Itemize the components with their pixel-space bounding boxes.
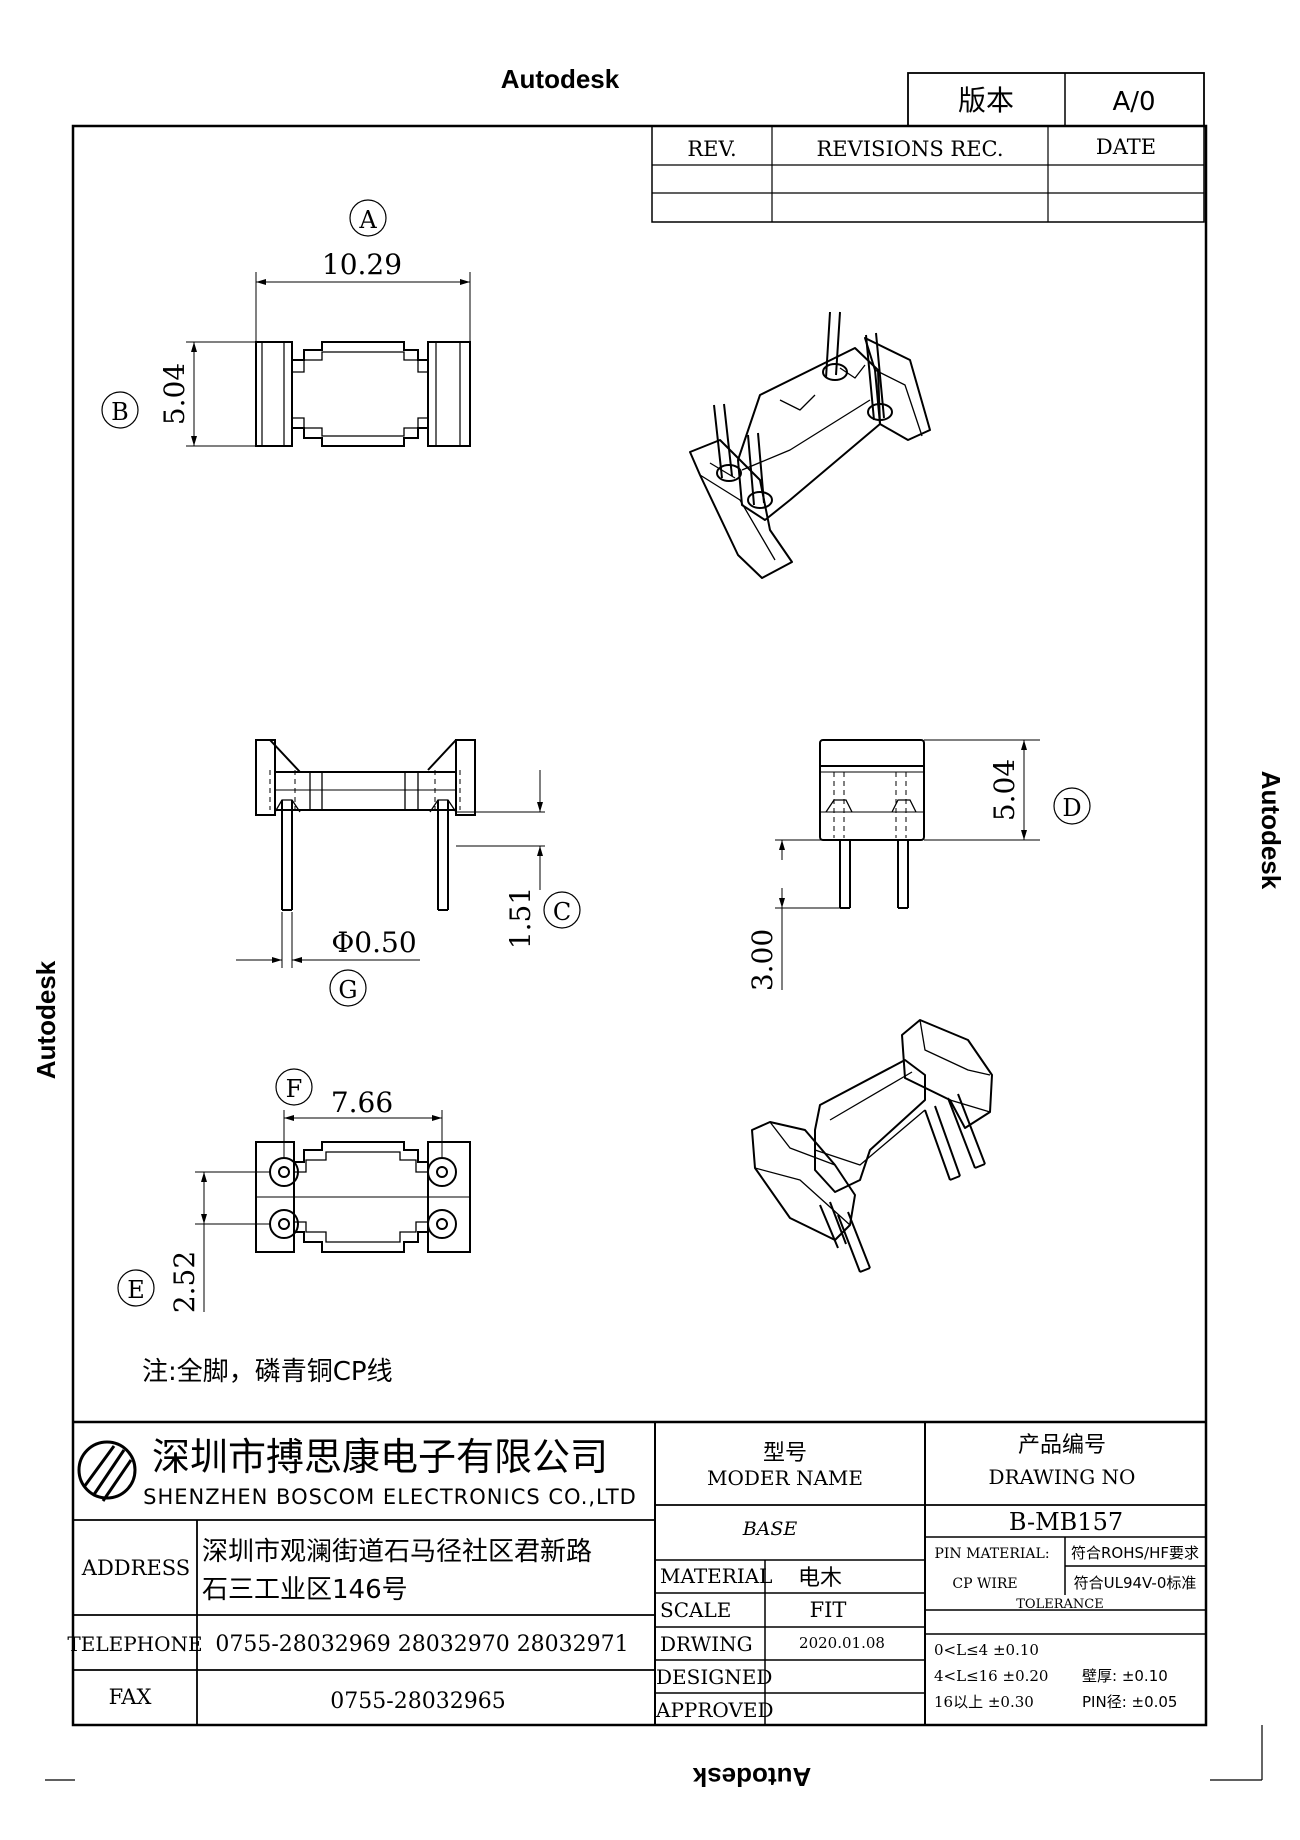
- isometric-view-top: [689, 311, 931, 579]
- drawing-no-label-en: DRAWING NO: [989, 1465, 1136, 1489]
- revisions-header: REVISIONS REC.: [816, 137, 1003, 161]
- dim-A: 10.29 A: [255, 199, 471, 342]
- dim-G: Φ0.50 G: [236, 912, 420, 1007]
- dim-B: 5.04 B: [101, 341, 256, 447]
- pin-material-label: PIN MATERIAL:: [934, 1546, 1049, 1562]
- isometric-view-bottom: [751, 1019, 993, 1273]
- dim-C-value: 1.51: [504, 887, 537, 949]
- dim-F: 7.66 F: [275, 1068, 443, 1158]
- watermark-bottom: Autodesk: [692, 1762, 811, 1792]
- dim-A-value: 10.29: [322, 248, 402, 281]
- model-value: BASE: [742, 1518, 798, 1540]
- date-header: DATE: [1096, 135, 1156, 159]
- dim-E-value: 2.52: [168, 1251, 201, 1313]
- front-view: [255, 739, 476, 911]
- callout-B-circle: [101, 391, 139, 429]
- dim-F-value: 7.66: [331, 1086, 393, 1119]
- fax-value: 0755-28032965: [330, 1689, 505, 1714]
- telephone-label: TELEPHONE: [67, 1632, 202, 1656]
- scale-value: FIT: [810, 1598, 847, 1622]
- pin-hole: [427, 1209, 457, 1239]
- callout-G-letter: G: [338, 976, 357, 1004]
- callout-A-circle: [349, 199, 387, 237]
- callout-C-letter: C: [553, 898, 571, 926]
- approved-label: APPROVED: [655, 1698, 774, 1722]
- scale-label: SCALE: [660, 1598, 731, 1622]
- version-value: A/0: [1112, 87, 1155, 117]
- dim-B-value: 5.04: [158, 363, 191, 425]
- tolerance-row2: 4<L≤16 ±0.20: [934, 1667, 1048, 1685]
- callout-A-letter: A: [358, 206, 377, 234]
- tolerance-row1: 0<L≤4 ±0.10: [934, 1641, 1039, 1659]
- address-line1: 深圳市观澜街道石马径社区君新路: [202, 1537, 592, 1567]
- pin-hole: [436, 1166, 448, 1178]
- callout-F-letter: F: [286, 1075, 303, 1103]
- dim-E: 2.52 E: [117, 1171, 270, 1313]
- side-view: [819, 739, 925, 909]
- pin-material-rohs: 符合ROHS/HF要求: [1071, 1544, 1199, 1562]
- tolerance-wall: 壁厚: ±0.10: [1082, 1667, 1168, 1685]
- rev-header: REV.: [687, 137, 736, 161]
- version-label: 版本: [958, 84, 1014, 117]
- revision-table: REV. REVISIONS REC. DATE: [651, 125, 1205, 223]
- dim-D: 5.04 D: [924, 739, 1091, 841]
- dim-D-value: 5.04: [988, 759, 1021, 821]
- company-logo: [77, 1440, 137, 1502]
- drawing-no-value: B-MB157: [1009, 1508, 1123, 1536]
- callout-G-circle: [329, 969, 367, 1007]
- pin-hole: [427, 1157, 457, 1187]
- callout-E-circle: [117, 1269, 155, 1307]
- tolerance-row3: 16以上 ±0.30: [934, 1693, 1034, 1711]
- pin-hole: [436, 1218, 448, 1230]
- company-name-en: SHENZHEN BOSCOM ELECTRONICS CO.,LTD: [143, 1485, 637, 1509]
- company-name-cn: 深圳市搏思康电子有限公司: [152, 1435, 608, 1479]
- tolerance-title: TOLERANCE: [1016, 1597, 1103, 1612]
- callout-E-letter: E: [127, 1276, 145, 1304]
- pin-hole: [278, 1166, 290, 1178]
- model-label-en: MODER NAME: [707, 1466, 863, 1490]
- drawing-label: DRWING: [660, 1632, 753, 1656]
- material-value: 电木: [798, 1566, 842, 1591]
- top-view: [255, 341, 471, 447]
- callout-F-circle: [275, 1068, 313, 1106]
- watermark-right: Autodesk: [1256, 771, 1286, 890]
- callout-D-circle: [1053, 787, 1091, 825]
- watermark-top: Autodesk: [501, 64, 620, 94]
- pin-material-wire: CP WIRE: [952, 1576, 1017, 1592]
- callout-D-letter: D: [1062, 794, 1081, 822]
- title-block: [73, 1420, 1206, 1725]
- note-text: 注:全脚，磷青铜CP线: [142, 1357, 393, 1387]
- designed-label: DESIGNED: [656, 1665, 772, 1689]
- watermark-left: Autodesk: [31, 960, 61, 1079]
- pin-material-ul: 符合UL94V-0标准: [1074, 1574, 1197, 1592]
- material-label: MATERIAL: [660, 1564, 772, 1588]
- bottom-view: [255, 1141, 471, 1253]
- dim-C: 1.51 C: [456, 770, 581, 949]
- dim-pin-length: 3.00: [746, 839, 840, 991]
- telephone-value: 0755-28032969 28032970 28032971: [215, 1632, 628, 1657]
- callout-C-circle: [543, 891, 581, 929]
- tolerance-pin: PIN径: ±0.05: [1082, 1693, 1177, 1711]
- dim-G-value: Φ0.50: [331, 926, 416, 959]
- fax-label: FAX: [109, 1685, 152, 1709]
- version-box: 版本 A/0: [907, 72, 1205, 127]
- address-label: ADDRESS: [81, 1556, 190, 1580]
- pin-hole: [278, 1218, 290, 1230]
- address-line2: 石三工业区146号: [202, 1575, 408, 1605]
- dim-pin-length-value: 3.00: [746, 929, 779, 991]
- drawing-date: 2020.01.08: [799, 1634, 885, 1652]
- callout-B-letter: B: [111, 398, 129, 426]
- sheet-border: [71, 124, 1208, 1727]
- drawing-no-label-cn: 产品编号: [1018, 1433, 1106, 1458]
- model-label-cn: 型号: [763, 1441, 807, 1466]
